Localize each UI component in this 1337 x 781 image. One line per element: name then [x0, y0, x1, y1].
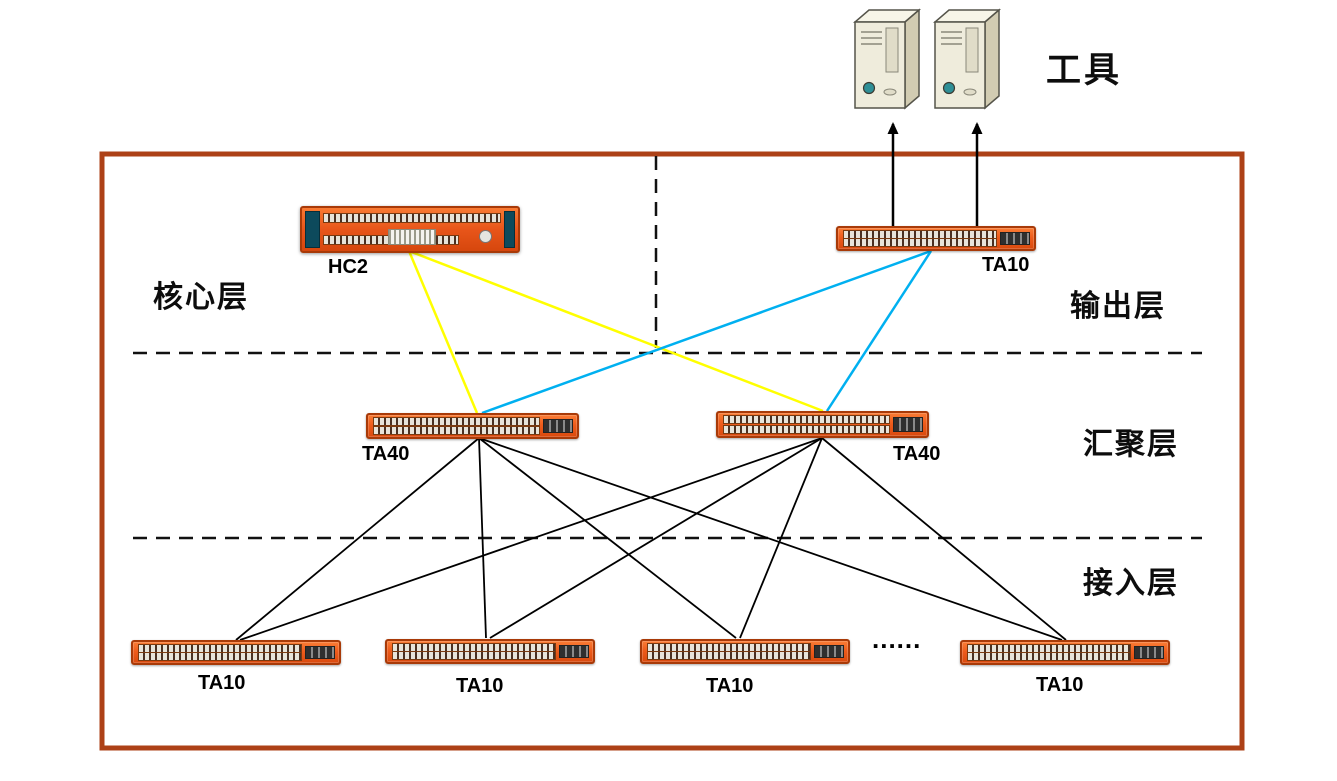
access-ta10-4-label: TA10	[1036, 674, 1084, 696]
port-row	[843, 230, 997, 239]
access-ta10-3-label: TA10	[706, 675, 754, 697]
uplink-ports	[1134, 646, 1164, 659]
access-layer-label: 接入层	[1083, 567, 1179, 600]
switch-access-ta10-2	[385, 639, 595, 664]
hc2-fan-panel	[388, 229, 436, 245]
server-side-face	[984, 8, 1000, 110]
switch-access-ta10-1	[131, 640, 341, 665]
output-ta10-label: TA10	[982, 254, 1030, 276]
link-ta40l-to-access-3	[478, 437, 737, 639]
uplink-ports	[559, 645, 589, 658]
hc2-logo	[479, 230, 492, 243]
switch-access-ta10-4	[960, 640, 1170, 665]
hc2-port-row-top	[323, 213, 501, 223]
access-ta10-1-label: TA10	[198, 672, 246, 694]
server-power-button	[942, 81, 956, 95]
switch-ta40-left	[366, 413, 579, 439]
port-row	[373, 417, 540, 426]
access-ellipsis: ......	[872, 624, 922, 654]
ta40-right-label: TA40	[893, 443, 941, 465]
link-ta40r-to-access-4	[821, 437, 1067, 641]
uplink-ports	[305, 646, 335, 659]
link-ta10-to-ta40-left	[481, 249, 932, 415]
link-ta40l-to-access-4	[478, 437, 1063, 641]
server-drive-bay	[885, 27, 899, 73]
port-row	[647, 643, 811, 652]
port-row	[373, 426, 540, 435]
access-ta10-2-label: TA10	[456, 675, 504, 697]
tool-servers	[852, 8, 1002, 110]
uplink-ports	[1000, 232, 1030, 245]
switch-output-ta10	[836, 226, 1036, 251]
hc2-right-module	[504, 211, 515, 248]
link-ta10-to-ta40-right	[825, 250, 933, 412]
server-side-face	[904, 8, 920, 110]
hc2-label: HC2	[328, 256, 369, 278]
port-row	[392, 643, 556, 652]
port-row	[392, 651, 556, 660]
port-row	[967, 644, 1131, 653]
port-row	[843, 238, 997, 247]
link-ta40r-to-access-2	[489, 437, 823, 639]
link-ta40r-to-access-3	[739, 437, 823, 639]
tools-label: 工具	[1046, 51, 1123, 90]
uplink-ports	[543, 419, 573, 433]
link-ta40r-to-access-1	[239, 437, 823, 641]
port-row	[723, 415, 890, 424]
link-ta40l-to-access-1	[235, 437, 480, 641]
server-badge	[963, 88, 977, 96]
switch-ta40-right	[716, 411, 929, 438]
uplink-ports	[814, 645, 844, 658]
port-row	[967, 652, 1131, 661]
tool-server-2	[932, 8, 1002, 110]
link-hc2-to-ta40-right	[408, 249, 824, 413]
port-row	[138, 644, 302, 653]
server-badge	[883, 88, 897, 96]
port-row	[723, 425, 890, 434]
aggregation-layer-label: 汇聚层	[1083, 428, 1179, 461]
ta40-left-label: TA40	[362, 443, 410, 465]
switch-access-ta10-3	[640, 639, 850, 664]
hc2-left-module	[305, 211, 320, 248]
server-drive-bay	[965, 27, 979, 73]
switch-hc2	[300, 206, 520, 253]
link-hc2-to-ta40-left	[407, 250, 479, 414]
port-row	[647, 651, 811, 660]
port-row	[138, 652, 302, 661]
server-power-button	[862, 81, 876, 95]
uplink-ports	[893, 417, 923, 432]
link-ta40l-to-access-2	[478, 437, 487, 639]
core-layer-label: 核心层	[153, 281, 249, 314]
tool-server-1	[852, 8, 922, 110]
output-layer-label: 输出层	[1070, 290, 1166, 323]
